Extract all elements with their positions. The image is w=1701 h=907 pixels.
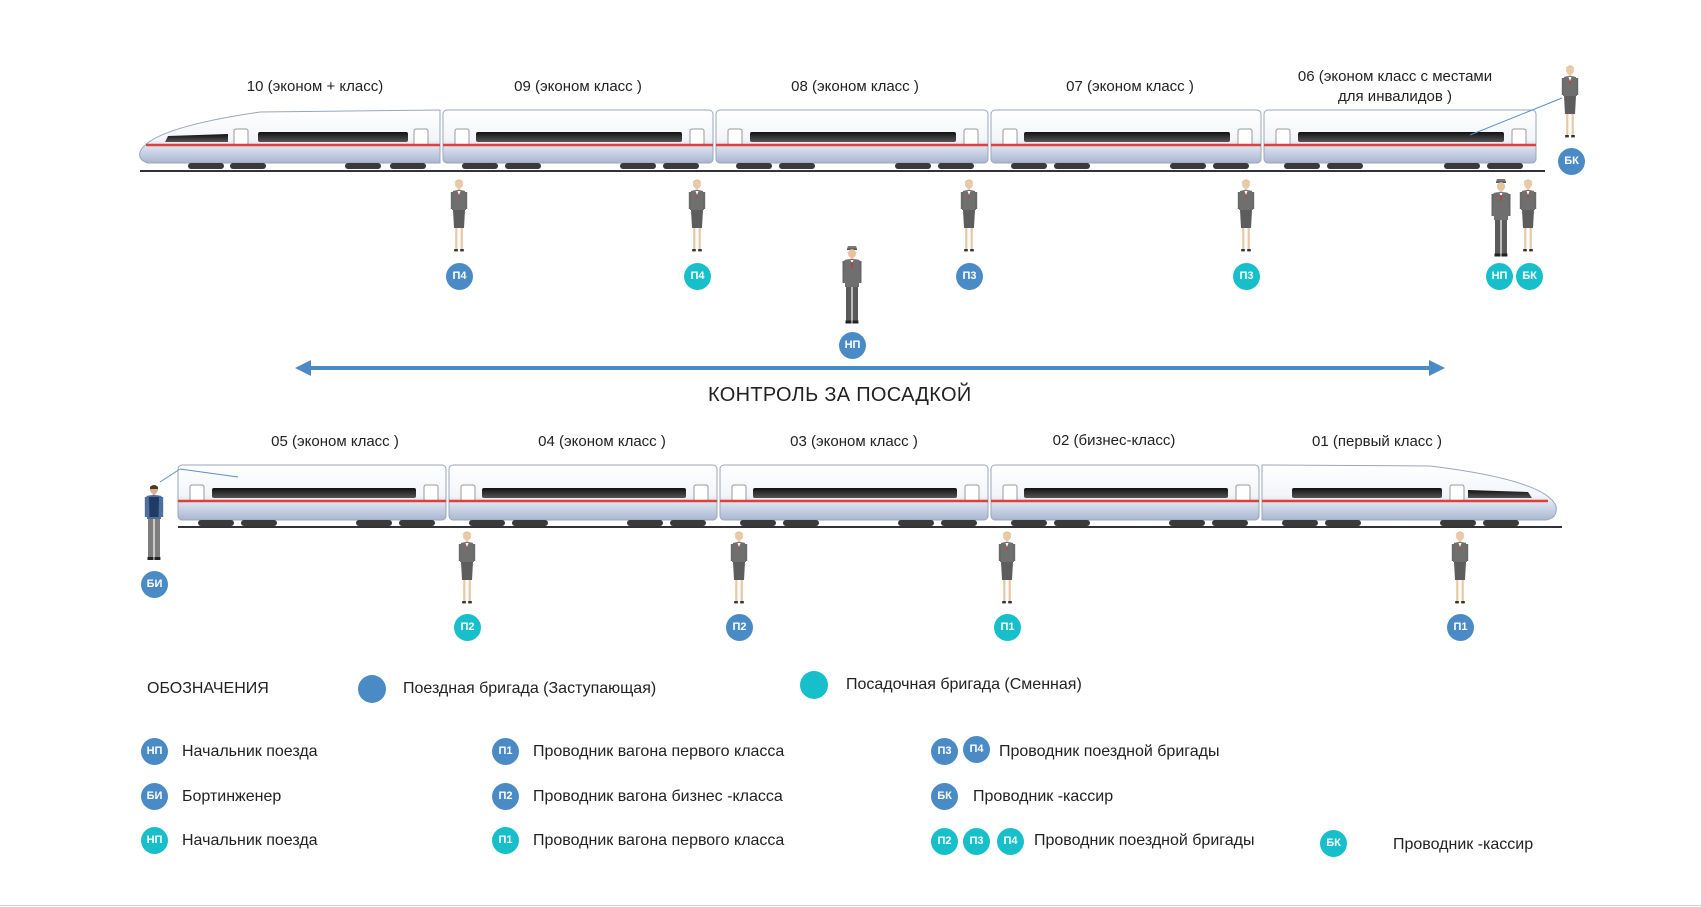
legend-badge-p3: П3 (963, 828, 990, 855)
bottom-wheels (198, 520, 1519, 526)
staff-badge-p2: П2 (726, 614, 753, 641)
car-label-08: 08 (эконом класс ) (791, 78, 919, 95)
legend-item-text: Проводник вагона первого класса (533, 832, 785, 849)
legend-badge-p4: П4 (963, 736, 990, 763)
attendant-figure (729, 530, 749, 606)
legend-badge-p1: П1 (492, 738, 519, 765)
legend-item-text: Проводник -кассир (1393, 836, 1534, 853)
legend-item-text: Проводник вагона бизнес -класса (533, 788, 783, 805)
train-car-02 (990, 464, 1260, 521)
legend-badge-p4: П4 (997, 828, 1024, 855)
car-label-02: 02 (бизнес-класс) (1052, 432, 1176, 449)
legend-badge-bk: БК (1320, 830, 1347, 857)
legend-badge-np: НП (141, 827, 168, 854)
train-car-03 (719, 464, 989, 521)
car-label-09: 09 (эконом класс ) (514, 78, 642, 95)
staff-badge-np: НП (839, 332, 866, 359)
legend-item-text: Начальник поезда (182, 743, 318, 760)
train-car-08 (715, 109, 989, 164)
top-train-graphic (139, 97, 1563, 172)
engineer-figure (143, 483, 165, 563)
staff-badge-p3: П3 (1233, 263, 1260, 290)
bottom-train: 05 (эконом класс ) 04 (эконом класс ) 03… (0, 420, 1701, 540)
staff-badge-p4: П4 (446, 263, 473, 290)
car-label-01: 01 (первый класс ) (1312, 433, 1442, 450)
train-car-04 (448, 464, 718, 521)
staff-badge-p3: П3 (956, 263, 983, 290)
train-chief-figure (841, 245, 863, 325)
pointer-line (1469, 97, 1563, 136)
legend-swatch-train-crew (358, 675, 386, 703)
staff-badge-np: НП (1486, 263, 1513, 290)
boarding-control-label: КОНТРОЛЬ ЗА ПОСАДКОЙ (708, 384, 972, 406)
legend-item-text: Проводник вагона первого класса (533, 743, 785, 760)
legend-swatch-boarding-crew (800, 671, 828, 699)
attendant-figure (449, 178, 469, 254)
car-label-04: 04 (эконом класс ) (538, 433, 666, 450)
staff-badge-p4: П4 (684, 263, 711, 290)
attendant-figure (457, 530, 477, 606)
staff-badge-bk: БК (1558, 148, 1585, 175)
legend-badge-bi: БИ (141, 783, 168, 810)
staff-badge-p1: П1 (994, 614, 1021, 641)
train-car-09 (442, 109, 714, 164)
train-car-06 (1263, 109, 1537, 164)
cashier-figure (1560, 64, 1580, 140)
bottom-train-graphic (159, 464, 1562, 528)
legend-title: ОБОЗНАЧЕНИЯ (147, 680, 269, 697)
attendant-figure (687, 178, 707, 254)
legend-train-crew: Поездная бригада (Заступающая) (403, 680, 657, 697)
car-label-03: 03 (эконом класс ) (790, 433, 918, 450)
legend-item-text: Проводник поездной бригады (999, 743, 1220, 760)
car-label-10: 10 (эконом + класс) (246, 78, 384, 95)
legend-item-text: Начальник поезда (182, 832, 318, 849)
attendant-figure (959, 178, 979, 254)
legend-badge-p2: П2 (492, 783, 519, 810)
legend-badge-p2: П2 (931, 828, 958, 855)
cashier-figure (1518, 178, 1538, 254)
top-train: 10 (эконом + класс) 09 (эконом класс ) 0… (0, 0, 1701, 180)
staff-badge-bk: БК (1516, 263, 1543, 290)
attendant-figure (1450, 530, 1470, 606)
legend-item-text: Проводник -кассир (973, 788, 1114, 805)
legend-item-text: Бортинженер (182, 788, 282, 805)
staff-badge-bi: БИ (141, 571, 168, 598)
attendant-figure (997, 530, 1017, 606)
staff-badge-p2: П2 (454, 614, 481, 641)
car-label-07: 07 (эконом класс ) (1066, 78, 1194, 95)
car-label-06: 06 (эконом класс с местами для инвалидов… (1297, 68, 1493, 105)
legend-badge-p1: П1 (492, 827, 519, 854)
train-car-05 (177, 464, 447, 521)
pointer-line (179, 468, 239, 478)
legend-badge-bk: БК (931, 783, 958, 810)
legend-badge-np: НП (141, 738, 168, 765)
legend-boarding-crew: Посадочная бригада (Сменная) (846, 676, 1082, 693)
pointer-line (159, 468, 181, 483)
staff-badge-p1: П1 (1447, 614, 1474, 641)
train-car-01 (1261, 464, 1557, 521)
car-label-05: 05 (эконом класс ) (271, 433, 399, 450)
top-wheels (188, 163, 1523, 169)
legend-badge-p3: П3 (931, 738, 958, 765)
attendant-figure (1236, 178, 1256, 254)
train-chief-figure (1490, 178, 1512, 258)
boarding-control-arrow (295, 360, 1445, 376)
legend-item-text: Проводник поездной бригады (1034, 832, 1255, 849)
train-car-07 (990, 109, 1262, 164)
bottom-border (0, 905, 1701, 906)
train-car-10 (139, 109, 441, 164)
